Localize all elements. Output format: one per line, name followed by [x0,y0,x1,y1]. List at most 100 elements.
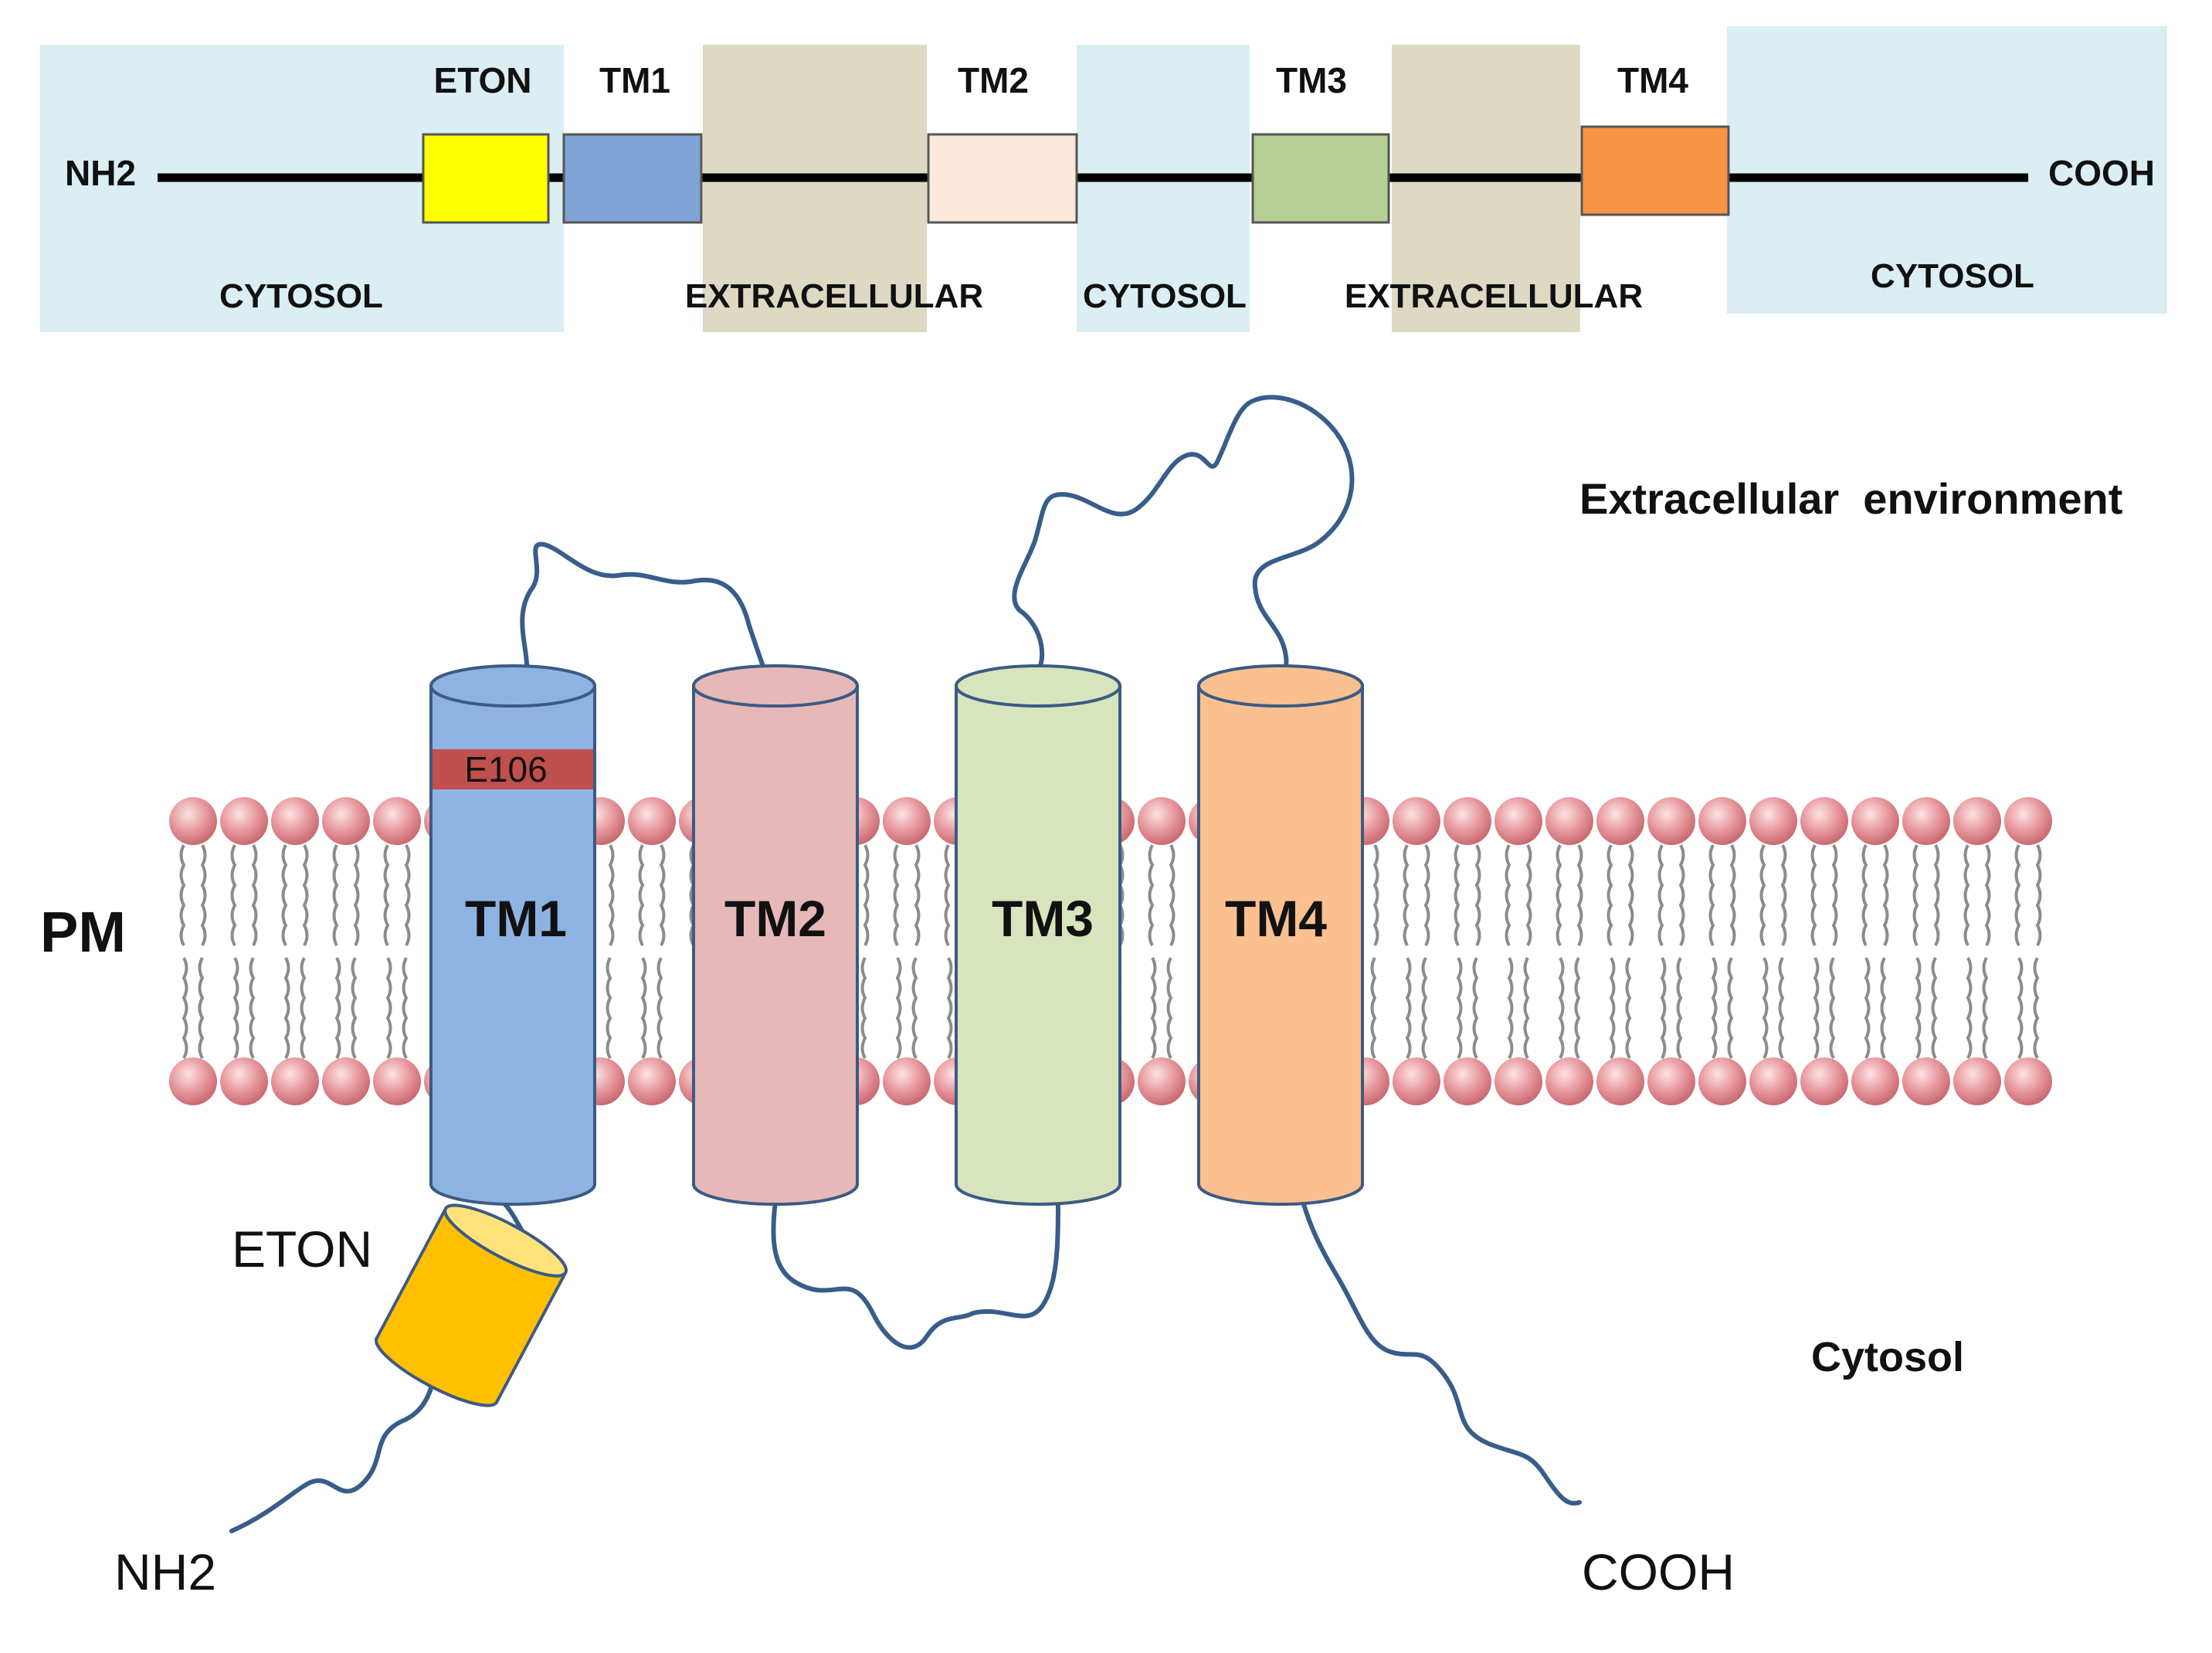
cytosol-label: Cytosol [1811,1334,1964,1380]
helix-top [1197,664,1364,708]
linear-domain-map: ETON TM1 TM2 TM3 TM4 NH2 COOH CYTOSOL EX… [40,26,2167,332]
lipid-head [1393,1057,1440,1105]
lipid-tail [1507,957,1514,1059]
lipid-tail [1933,844,1940,946]
lipid-head [169,797,217,845]
helix-label-tm2: TM2 [724,890,826,947]
region-backgrounds [40,26,2167,332]
domain-boxes [422,125,1730,224]
lipid-head [883,1057,931,1105]
helix-body-cover [1200,686,1361,1184]
lipid-tail [1729,844,1736,946]
lipid-head [1494,797,1542,845]
lipid-head [322,797,370,845]
lipid-tail [1759,844,1766,946]
lipid-head [2004,797,2052,845]
lipid-tail [946,957,953,1059]
residue-e106-label: E106 [464,749,547,789]
lipid-tail [404,844,411,946]
lipid-tail [1169,844,1176,946]
lipid-tail [1372,844,1379,946]
lipid-tail [640,957,647,1059]
region-label-cytosol-1: CYTOSOL [219,277,383,315]
lipid-tail [608,844,615,946]
region-cytosol-3 [1727,26,2167,314]
lipid-tail [281,844,288,946]
lipid-tail [230,844,237,946]
lipid-tail [1813,957,1820,1059]
lipid-head [2004,1057,2052,1105]
linear-n-terminus-label: NH2 [65,153,136,193]
lipid-tail [1558,957,1565,1059]
helix-top [955,664,1121,708]
lipid-tail [1676,957,1683,1059]
lipid-head [1596,1057,1644,1105]
lipid-tail [863,844,870,946]
lipid-tail [251,844,258,946]
domain-box-tm2 [927,133,1078,224]
helix-body-cover [958,686,1118,1184]
lipid-tail [1984,844,1991,946]
tm-helix-tm2: TM2 [692,664,859,1206]
lipid-tail [1829,957,1836,1059]
lipid-head [271,797,319,845]
lipid-tail [2014,844,2021,946]
polypeptide-chain [229,395,1582,1533]
lipid-head [1851,797,1899,845]
domain-box-eton [422,133,550,224]
lipid-tail [383,844,390,946]
lipid-tail [1525,844,1532,946]
membrane-topology: E106 TM1 TM2 TM3 TM4 [40,395,2122,1600]
extracellular-loop-1 [520,541,775,694]
domain-label-tm1: TM1 [599,60,670,100]
helix-body-cover [695,686,856,1184]
eton-domain-cylinder [374,1203,568,1407]
lipid-tail [1966,957,1973,1059]
lipid-tail [1576,844,1583,946]
extracellular-loop-2 [1012,395,1355,696]
lipid-head [1953,797,2001,845]
lipid-head [1545,797,1593,845]
lipid-head [373,797,421,845]
tm-helix-tm3: TM3 [955,664,1121,1206]
lipid-head [1698,1057,1746,1105]
lipid-tail [1831,844,1838,946]
lipid-tail [1625,957,1632,1059]
lipid-tail [1405,957,1412,1059]
lipid-tail [351,957,358,1059]
lipid-tail [1963,844,1970,946]
lipid-head [1647,797,1695,845]
lipid-tail [1556,844,1562,946]
lipid-head [169,1057,217,1105]
helix-label-tm3: TM3 [992,890,1094,947]
lipid-tail [606,957,612,1059]
linear-c-terminus-label: COOH [2048,153,2155,193]
lipid-head [373,1057,421,1105]
lipid-head [1902,1057,1950,1105]
lipid-tail [232,957,239,1059]
lipid-head [1647,1057,1695,1105]
lipid-head [1800,797,1848,845]
plasma-membrane-label: PM [40,900,126,964]
lipid-tail [1606,844,1613,946]
lipid-tail [1727,957,1734,1059]
lipid-head [220,797,268,845]
lipid-tail [944,844,951,946]
lipid-head [1800,1057,1848,1105]
lipid-tail [1657,844,1664,946]
n-terminal-tail [229,1380,435,1533]
lipid-tail [1915,957,1922,1059]
lipid-tail [1609,957,1616,1059]
lipid-tail [1574,957,1581,1059]
lipid-tail [353,844,360,946]
lipid-tail [914,844,921,946]
domain-label-tm3: TM3 [1276,60,1347,100]
domain-box-tm4 [1580,125,1730,216]
c-terminus-label: COOH [1582,1543,1735,1600]
lipid-tail [1780,844,1787,946]
lipid-tail [1150,957,1157,1059]
lipid-head [1138,797,1186,845]
lipid-tail [334,957,341,1059]
lipid-head [220,1057,268,1105]
lipid-tail [2017,957,2024,1059]
